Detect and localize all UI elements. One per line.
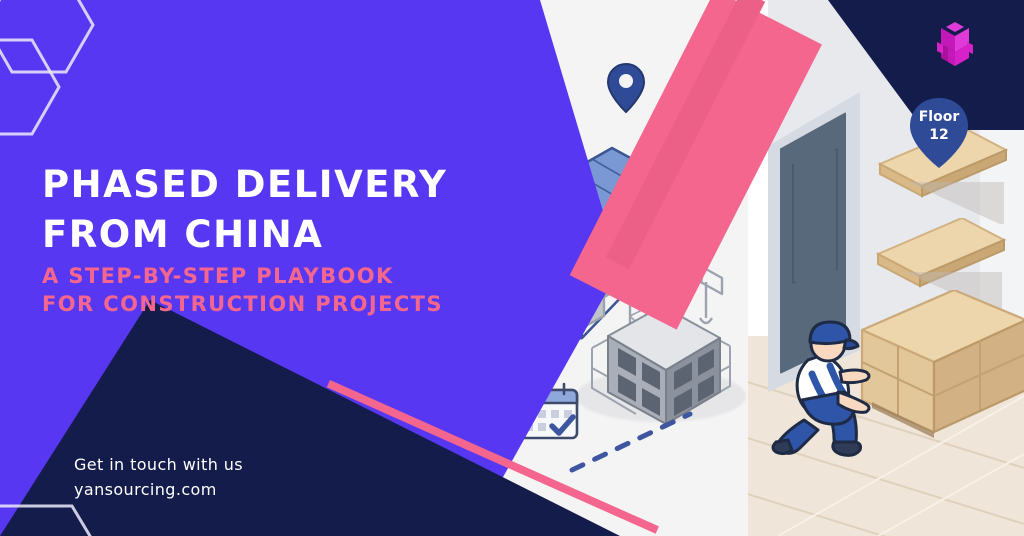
hex-top-left-1 (0, 0, 95, 74)
page-subtitle: A STEP-BY-STEP PLAYBOOK FOR CONSTRUCTION… (42, 262, 562, 318)
hex-bottom-left (0, 504, 92, 536)
page-title: PHASED DELIVERY FROM CHINA (42, 160, 512, 260)
floor-pin-label-group: Floor 12 (908, 108, 970, 144)
contact-block: Get in touch with us yansourcing.com (74, 452, 243, 502)
wooden-cabinet (860, 290, 1024, 438)
map-pin-icon (606, 62, 646, 114)
floor-pin-badge (910, 98, 968, 168)
dashed-route-path (569, 411, 693, 473)
contact-website[interactable]: yansourcing.com (74, 480, 217, 499)
elevator-door-panel (792, 148, 838, 284)
subheadline-line-1: A STEP-BY-STEP PLAYBOOK (42, 264, 394, 288)
floor-pin-label: Floor (918, 109, 960, 125)
contact-prompt: Get in touch with us (74, 455, 244, 474)
headline-line-2: FROM CHINA (42, 213, 324, 256)
kneeling-installer-worker (771, 320, 871, 457)
floor-pin-number: 12 (929, 127, 949, 143)
yansourcing-cube-logo[interactable] (931, 22, 979, 72)
wall-shelf-lower (876, 218, 1006, 288)
subheadline-line-2: FOR CONSTRUCTION PROJECTS (42, 292, 443, 316)
headline-line-1: PHASED DELIVERY (42, 163, 448, 206)
hex-top-left-2 (0, 38, 61, 136)
